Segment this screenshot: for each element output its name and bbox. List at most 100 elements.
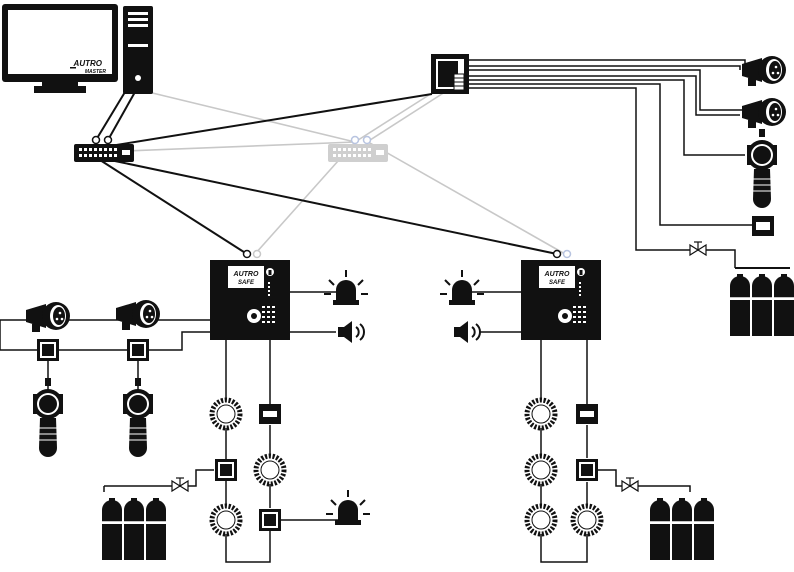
gas-cylinder-icon [101, 497, 123, 561]
call-point-icon [259, 404, 281, 424]
panel-logo-line2: SAFE [238, 280, 255, 286]
control-panel-right[interactable]: AUTRO SAFE [521, 249, 601, 341]
network-switch-primary[interactable] [74, 135, 134, 163]
sounder-icon [337, 320, 365, 344]
gas-detector-icon [122, 377, 154, 458]
call-point-p2[interactable] [576, 404, 598, 424]
smoke-detector-p1-3[interactable] [256, 456, 284, 484]
smoke-detector-icon [256, 456, 284, 484]
port-connector-icon [562, 249, 572, 259]
gas-cylinder-icon [671, 497, 693, 561]
gas-cylinder-icon [751, 273, 773, 337]
smoke-detector-p1-1[interactable] [212, 400, 240, 428]
gas-detector-right[interactable] [746, 128, 778, 209]
primary-network-lines [95, 91, 558, 255]
panel-logo-line2: SAFE [549, 280, 566, 286]
valve-right[interactable] [689, 241, 707, 256]
call-point-right[interactable] [752, 216, 774, 236]
control-panel-icon [210, 260, 290, 340]
port-connector-icon [350, 135, 360, 145]
workstation-logo: AUTRO MASTER [70, 59, 106, 75]
valve-left[interactable] [104, 477, 189, 492]
gas-cylinder-icon [145, 497, 167, 561]
sounder-left[interactable] [337, 320, 365, 344]
interface-module-p2[interactable] [576, 459, 598, 481]
interface-module-icon [259, 509, 281, 531]
computer-tower-icon [123, 6, 153, 94]
computer-monitor-icon [2, 4, 118, 93]
call-point-p1[interactable] [259, 404, 281, 424]
workstation[interactable]: AUTRO MASTER [2, 4, 153, 94]
control-panel-icon [521, 260, 601, 340]
workstation-logo-line2: MASTER [85, 69, 107, 75]
gas-detector-icon [746, 128, 778, 209]
panel-logo-line1: AUTRO [233, 271, 259, 278]
smoke-detector-p2-4[interactable] [573, 506, 601, 534]
flame-detector-icon [742, 56, 786, 86]
interface-module-left-2[interactable] [127, 339, 149, 361]
sounder-right[interactable] [453, 320, 481, 344]
interface-module-icon [127, 339, 149, 361]
interface-module-icon [576, 459, 598, 481]
smoke-detector-icon [527, 456, 555, 484]
gas-cylinder-icon [773, 273, 794, 337]
smoke-detector-icon [212, 400, 240, 428]
port-connector-icon [91, 135, 101, 145]
junction-box-icon [431, 54, 469, 94]
gas-cylinders-panel-right[interactable] [649, 497, 715, 561]
beacon-icon [323, 269, 369, 306]
port-connector-icon [103, 135, 113, 145]
flame-detector-right-1[interactable] [742, 56, 786, 86]
flame-detector-icon [26, 302, 70, 332]
port-connector-icon [552, 249, 562, 259]
port-connector-icon [362, 135, 372, 145]
smoke-detector-p2-3[interactable] [527, 506, 555, 534]
smoke-detector-icon [527, 506, 555, 534]
port-connector-icon [252, 249, 262, 259]
smoke-detector-p1-2[interactable] [212, 506, 240, 534]
beacon-left[interactable] [323, 269, 369, 306]
flame-detector-icon [742, 98, 786, 128]
control-panel-left[interactable]: AUTRO SAFE [210, 249, 290, 341]
sounder-icon [453, 320, 481, 344]
flame-detector-right-2[interactable] [742, 98, 786, 128]
gas-cylinder-icon [123, 497, 145, 561]
network-switch-redundant[interactable] [328, 135, 388, 163]
gas-cylinder-icon [649, 497, 671, 561]
beacon-right[interactable] [439, 269, 485, 306]
smoke-detector-icon [212, 506, 240, 534]
call-point-icon [576, 404, 598, 424]
smoke-detector-p2-2[interactable] [527, 456, 555, 484]
redundant-network-lines [99, 87, 566, 255]
gas-cylinder-icon [693, 497, 715, 561]
field-cabling-panel-right [468, 291, 691, 563]
call-point-window [756, 222, 770, 230]
panel-logo-line1: AUTRO [544, 271, 570, 278]
interface-module-p1-1[interactable] [215, 459, 237, 481]
interface-module-icon [37, 339, 59, 361]
flame-detector-icon [116, 300, 160, 330]
interface-module-p1-2[interactable] [259, 509, 281, 531]
beacon-icon [439, 269, 485, 306]
gas-cylinder-icon [729, 273, 751, 337]
interface-module-left-1[interactable] [37, 339, 59, 361]
valve-panel-right[interactable] [621, 477, 639, 492]
workstation-logo-line1: AUTRO [73, 59, 103, 68]
junction-box[interactable] [431, 54, 469, 94]
gas-cylinders-left[interactable] [101, 486, 167, 561]
gas-detector-icon [32, 377, 64, 458]
gas-detector-left-2[interactable] [122, 377, 154, 458]
smoke-detector-icon [573, 506, 601, 534]
smoke-detector-p2-1[interactable] [527, 400, 555, 428]
gas-cylinders-right[interactable] [729, 267, 794, 337]
network-switch-icon [328, 144, 388, 162]
flame-detector-left-2[interactable] [116, 300, 160, 330]
gas-detector-left-1[interactable] [32, 377, 64, 458]
smoke-detector-icon [527, 400, 555, 428]
port-connector-icon [242, 249, 252, 259]
field-cabling-right [466, 59, 752, 268]
flame-detector-left-1[interactable] [26, 302, 70, 332]
network-switch-icon [74, 144, 134, 162]
